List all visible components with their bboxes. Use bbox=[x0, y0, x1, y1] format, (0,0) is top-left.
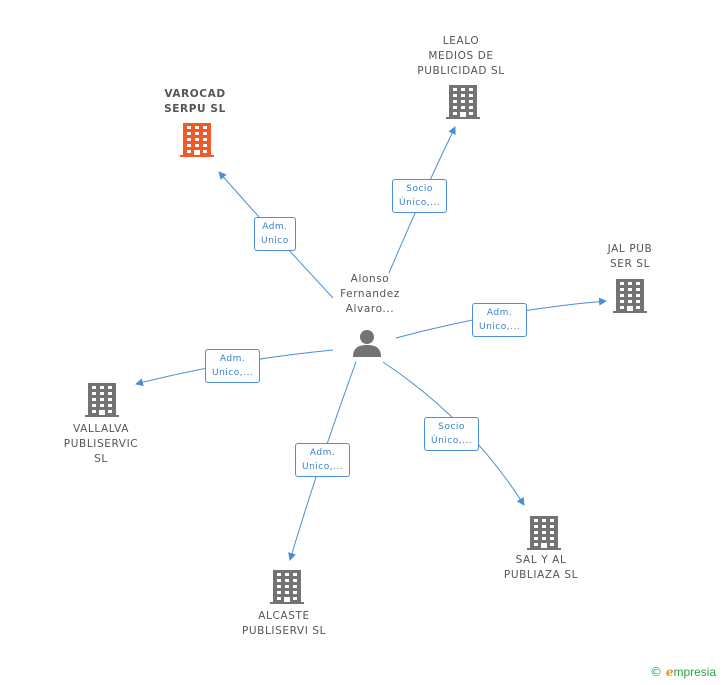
building-icon[interactable] bbox=[85, 382, 119, 422]
relation-label-jalpub[interactable]: Adm. Unico,... bbox=[472, 303, 528, 337]
relation-line: Adm. bbox=[309, 448, 336, 458]
person-name-line: Alvaro... bbox=[345, 303, 395, 315]
relation-label-alcaste[interactable]: Adm. Unico,... bbox=[295, 443, 351, 477]
company-label-line: ALCASTE bbox=[258, 610, 310, 622]
person-name[interactable]: Alonso Fernandez Alvaro... bbox=[320, 272, 420, 317]
company-label-line: PUBLICIDAD SL bbox=[417, 65, 505, 77]
company-label-line: PUBLISERVIC bbox=[63, 438, 139, 450]
company-label-line: VALLALVA bbox=[72, 423, 129, 435]
company-label-line: PUBLISERVI SL bbox=[241, 625, 327, 637]
person-name-line: Fernandez bbox=[340, 288, 400, 300]
relation-line: Único,... bbox=[431, 436, 473, 446]
company-label-line: SERPU SL bbox=[164, 103, 226, 115]
person-icon[interactable] bbox=[352, 328, 382, 362]
relation-label-varocad[interactable]: Adm. Unico bbox=[254, 217, 296, 251]
relation-line: Único,... bbox=[399, 198, 441, 208]
company-label-line: SER SL bbox=[609, 258, 651, 270]
relation-line: Socio bbox=[406, 184, 433, 194]
building-svg bbox=[180, 123, 214, 157]
relation-label-lealo[interactable]: Socio Único,... bbox=[392, 179, 448, 213]
relation-line: Unico,... bbox=[212, 368, 254, 378]
company-label-alcaste[interactable]: ALCASTE PUBLISERVI SL bbox=[224, 609, 344, 639]
building-icon[interactable] bbox=[446, 84, 480, 124]
building-svg bbox=[446, 85, 480, 119]
brand-logo-text: mpresia bbox=[673, 665, 717, 679]
building-svg bbox=[85, 383, 119, 417]
company-label-line: MEDIOS DE bbox=[428, 50, 494, 62]
company-label-varocad[interactable]: VAROCAD SERPU SL bbox=[140, 87, 250, 117]
company-label-line: PUBLIAZA SL bbox=[503, 569, 579, 581]
relation-line: Socio bbox=[438, 422, 465, 432]
relation-label-vallalva[interactable]: Adm. Unico,... bbox=[205, 349, 261, 383]
relation-line: Unico bbox=[261, 236, 289, 246]
relation-label-salyal[interactable]: Socio Único,... bbox=[424, 417, 480, 451]
company-label-jalpub[interactable]: JAL PUB SER SL bbox=[580, 242, 680, 272]
person-name-line: Alonso bbox=[350, 273, 390, 285]
copyright-icon: © bbox=[650, 665, 662, 679]
building-icon[interactable] bbox=[613, 278, 647, 318]
relation-line: Adm. bbox=[262, 222, 288, 232]
relation-line: Adm. bbox=[486, 308, 513, 318]
relation-line: Unico,... bbox=[479, 322, 521, 332]
company-label-line: VAROCAD bbox=[164, 88, 226, 100]
building-icon[interactable] bbox=[527, 515, 561, 555]
building-icon-highlighted[interactable] bbox=[180, 122, 214, 162]
building-svg bbox=[613, 279, 647, 313]
company-label-line: JAL PUB bbox=[607, 243, 653, 255]
brand-logo-initial: e bbox=[665, 665, 674, 679]
building-svg bbox=[270, 570, 304, 604]
relation-line: Unico,... bbox=[302, 462, 344, 472]
company-label-line: LEALO bbox=[442, 35, 480, 47]
company-label-lealo[interactable]: LEALO MEDIOS DE PUBLICIDAD SL bbox=[401, 34, 521, 79]
building-icon[interactable] bbox=[270, 569, 304, 609]
relation-line: Adm. bbox=[219, 354, 246, 364]
building-svg bbox=[527, 516, 561, 550]
company-label-salyal[interactable]: SAL Y AL PUBLIAZA SL bbox=[486, 553, 596, 583]
company-label-vallalva[interactable]: VALLALVA PUBLISERVIC SL bbox=[46, 422, 156, 467]
brand-footer[interactable]: © empresia bbox=[650, 665, 716, 679]
company-label-line: SL bbox=[94, 453, 108, 465]
company-label-line: SAL Y AL bbox=[515, 554, 567, 566]
